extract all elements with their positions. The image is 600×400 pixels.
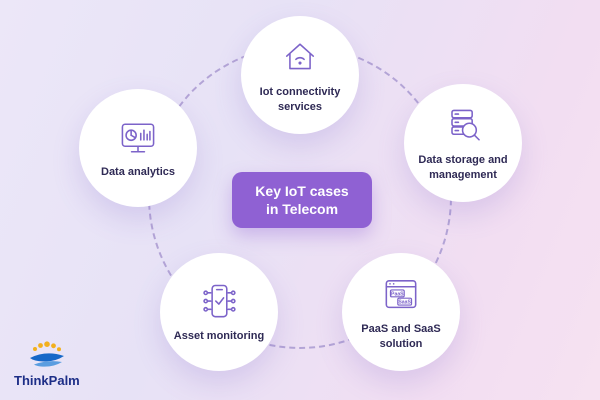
badge-line-2: in Telecom	[265, 201, 339, 217]
svg-text:PaaS: PaaS	[391, 291, 404, 297]
node-label: Data storage and management	[418, 154, 508, 181]
server-search-icon	[451, 109, 480, 141]
node-iot-connectivity: Iot connectivity services	[241, 16, 359, 134]
browser-paas-saas-icon: PaaS SaaS	[385, 280, 417, 309]
node-data-storage: Data storage and management	[404, 84, 522, 202]
smart-home-wifi-icon	[285, 43, 315, 70]
phone-check-icon	[203, 285, 236, 318]
thinkpalm-logo-icon	[29, 341, 64, 367]
node-label: Asset monitoring	[173, 330, 265, 343]
node-label: PaaS and SaaS solution	[361, 323, 441, 350]
thinkpalm-logo: ThinkPalm	[14, 339, 80, 388]
node-data-analytics: Data analytics	[79, 89, 197, 207]
center-title-badge: Key IoT cases in Telecom	[232, 172, 372, 228]
badge-line-1: Key IoT cases	[255, 182, 349, 199]
monitor-analytics-icon	[121, 123, 155, 153]
node-asset-monitoring: Asset monitoring	[160, 253, 278, 371]
svg-text:SaaS: SaaS	[398, 300, 411, 306]
node-paas-saas: PaaS SaaS PaaS and SaaS solution	[342, 253, 460, 371]
node-label: Iot connectivity services	[259, 86, 341, 113]
thinkpalm-logo-text: ThinkPalm	[14, 373, 80, 388]
node-label: Data analytics	[101, 166, 175, 179]
